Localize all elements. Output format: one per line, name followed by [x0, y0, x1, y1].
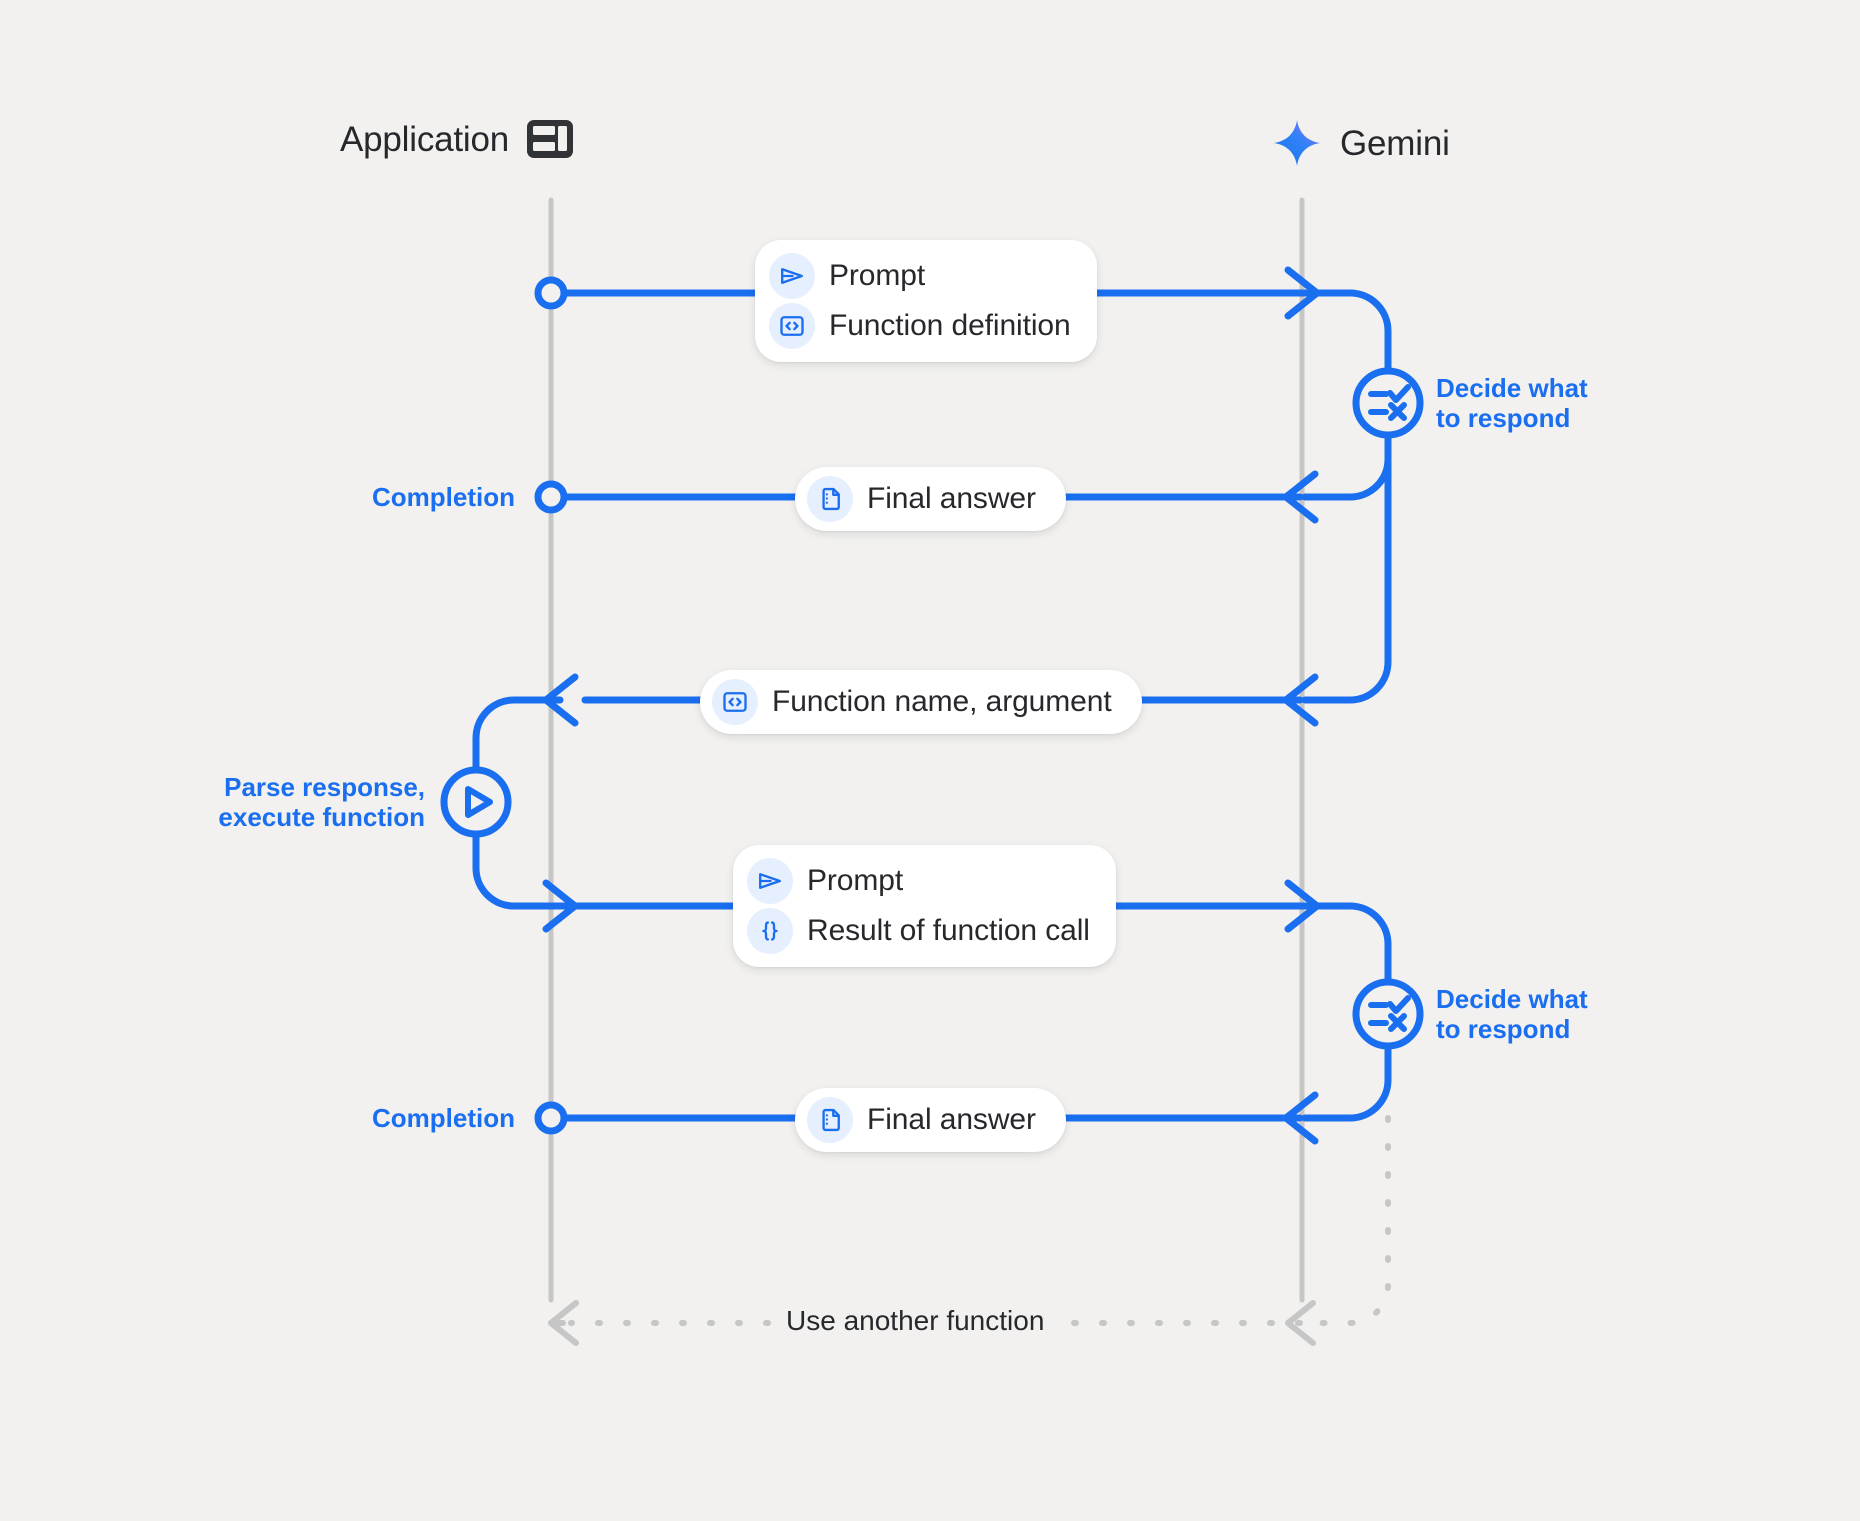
- document-icon: [807, 476, 853, 522]
- message-card-request-1[interactable]: Prompt Function definition: [755, 240, 1097, 362]
- message-text: Prompt: [807, 864, 904, 898]
- annotation-decide-2: Decide what to respond: [1436, 984, 1588, 1045]
- curly-braces-icon: [747, 908, 793, 954]
- document-icon: [807, 1097, 853, 1143]
- message-row-function-definition: Function definition: [769, 303, 1071, 349]
- message-row-function-result: Result of function call: [747, 908, 1090, 954]
- message-text: Final answer: [867, 1103, 1036, 1137]
- message-text: Function name, argument: [772, 685, 1112, 719]
- application-layout-icon: [527, 120, 574, 158]
- node-request-1: [534, 276, 568, 310]
- annotation-decide-1: Decide what to respond: [1436, 373, 1588, 434]
- message-row-prompt: Prompt: [747, 858, 1090, 904]
- message-card-final-answer-2[interactable]: Final answer: [795, 1088, 1066, 1152]
- code-brackets-icon: [769, 303, 815, 349]
- message-card-function-call[interactable]: Function name, argument: [700, 670, 1142, 734]
- send-prompt-icon: [769, 253, 815, 299]
- message-card-request-2[interactable]: Prompt Result of function call: [733, 845, 1116, 967]
- message-row-prompt: Prompt: [769, 253, 1071, 299]
- node-completion-2: [534, 1101, 568, 1135]
- message-text: Function definition: [829, 309, 1071, 343]
- lane-label-completion-1: Completion: [372, 482, 515, 512]
- decision-node-1: [1352, 367, 1424, 439]
- lane-label-completion-2: Completion: [372, 1103, 515, 1133]
- column-header-gemini: Gemini: [1272, 118, 1450, 168]
- column-header-application: Application: [340, 119, 574, 159]
- decision-node-2: [1352, 978, 1424, 1050]
- execute-node: [440, 766, 512, 838]
- gemini-sparkle-icon: [1274, 120, 1320, 166]
- node-completion-1: [534, 480, 568, 514]
- message-text: Final answer: [867, 482, 1036, 516]
- loop-label-use-another-function: Use another function: [772, 1307, 1059, 1335]
- column-label-application: Application: [340, 119, 510, 159]
- message-text: Result of function call: [807, 914, 1090, 948]
- message-text: Prompt: [829, 259, 926, 293]
- message-row-function-call: Function name, argument: [712, 679, 1112, 725]
- column-label-gemini: Gemini: [1340, 123, 1450, 163]
- message-row-final-answer: Final answer: [807, 476, 1036, 522]
- code-brackets-icon: [712, 679, 758, 725]
- message-row-final-answer: Final answer: [807, 1097, 1036, 1143]
- message-card-final-answer-1[interactable]: Final answer: [795, 467, 1066, 531]
- send-prompt-icon: [747, 858, 793, 904]
- annotation-parse-execute: Parse response, execute function: [218, 772, 425, 833]
